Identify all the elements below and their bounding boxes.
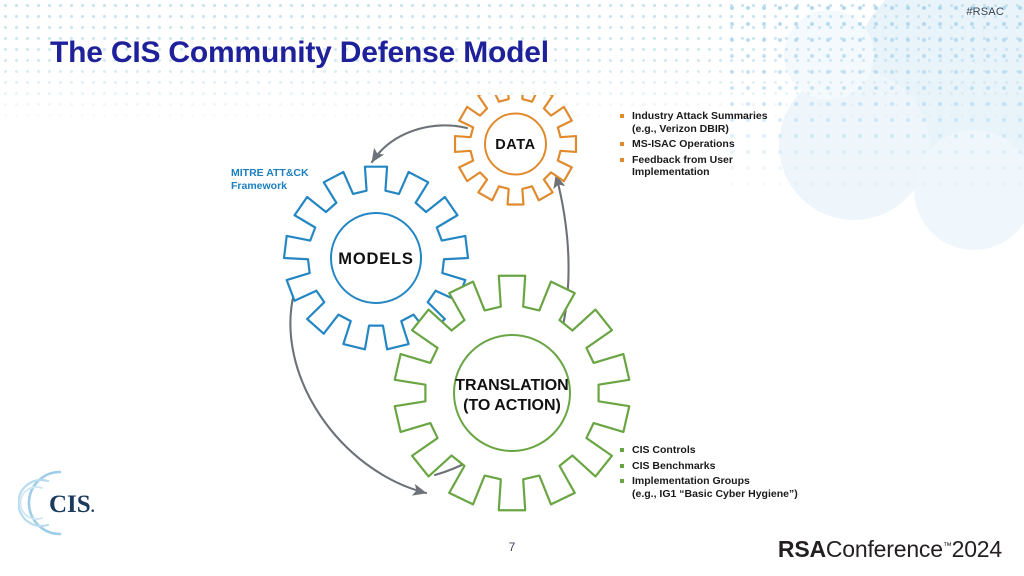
gear-translation-label-line2: (TO ACTION) — [463, 397, 561, 414]
list-item: Implementation Groups(e.g., IG1 “Basic C… — [620, 475, 830, 500]
gear-translation-label-line1: TRANSLATION — [455, 377, 568, 394]
cis-logo: CIS. — [18, 466, 110, 540]
bullet-text: Feedback from User — [632, 153, 733, 166]
gear-data-hub — [484, 112, 547, 176]
gear-models-hub — [330, 212, 422, 304]
bullet-square-icon — [620, 479, 624, 484]
arrow-data-to-models — [370, 124, 469, 164]
list-item: MS-ISAC Operations — [620, 138, 820, 151]
list-item: Industry Attack Summaries(e.g., Verizon … — [620, 110, 820, 135]
bullet-subtext: (e.g., IG1 “Basic Cyber Hygiene”) — [632, 487, 798, 500]
gear-translation-hub — [453, 334, 571, 452]
gear-data-label: DATA — [495, 137, 536, 153]
gear-data: DATA — [453, 95, 578, 206]
mitre-line2: Framework — [231, 179, 288, 192]
bullet-text: Industry Attack Summaries — [632, 110, 768, 122]
data-inputs-bullet-list: Industry Attack Summaries(e.g., Verizon … — [620, 110, 820, 182]
cis-logo-text: CIS. — [49, 491, 95, 518]
bullet-square-icon — [620, 463, 624, 468]
rsa-brand-text: RSA — [777, 536, 826, 562]
bullet-square-icon — [620, 114, 624, 118]
gear-translation: TRANSLATION (TO ACTION) — [393, 274, 631, 512]
cdm-cycle-diagram: DATA MODELS TRANSLATION (TO ACTION) — [250, 95, 670, 515]
rsa-conference-logo: RSAConference™2024 — [778, 536, 1002, 563]
translation-outputs-bullet-list: CIS Controls CIS Benchmarks Implementati… — [620, 444, 830, 503]
list-item: CIS Benchmarks — [620, 460, 830, 473]
arrow-models-to-translation — [289, 291, 428, 496]
mitre-line1: MITRE ATT&CK — [231, 167, 309, 179]
rsa-year: 2024 — [951, 536, 1003, 562]
rsa-conference-text: Conference — [825, 536, 943, 562]
mitre-attack-label: MITRE ATT&CK Framework — [231, 167, 309, 192]
bullet-square-icon — [620, 157, 624, 162]
bullet-square-icon — [620, 448, 624, 452]
bullet-text: Implementation Groups — [632, 475, 750, 488]
bullet-square-icon — [620, 142, 624, 147]
bullet-text: CIS Benchmarks — [632, 459, 716, 472]
list-item: CIS Controls — [620, 444, 830, 457]
rsa-trademark: ™ — [942, 540, 952, 551]
bullet-text: MS-ISAC Operations — [632, 138, 735, 151]
bullet-subtext: (e.g., Verizon DBIR) — [632, 122, 729, 135]
gear-models-label: MODELS — [338, 250, 413, 268]
page-number: 7 — [508, 540, 516, 554]
rsac-hashtag: #RSAC — [966, 6, 1004, 18]
bullet-subtext: Implementation — [632, 166, 710, 179]
bullet-text: CIS Controls — [632, 444, 696, 456]
gear-models: MODELS — [282, 165, 470, 351]
page-title: The CIS Community Defense Model — [50, 36, 549, 69]
